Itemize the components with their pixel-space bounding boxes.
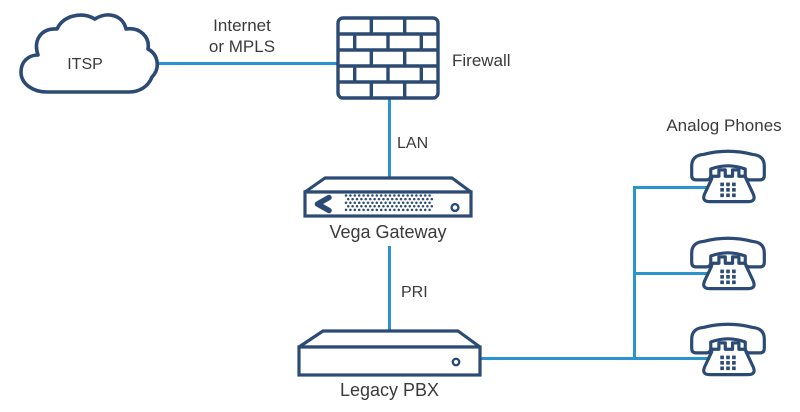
pbx-led-icon bbox=[451, 357, 461, 367]
chevron-left-icon bbox=[314, 194, 332, 214]
node-legacy-pbx bbox=[297, 329, 482, 377]
firewall-label: Firewall bbox=[452, 51, 511, 70]
node-itsp bbox=[15, 12, 161, 100]
node-vega-gateway bbox=[303, 176, 473, 218]
connector-itsp-firewall bbox=[158, 62, 338, 65]
gateway-vents bbox=[344, 194, 434, 212]
pbx-device-icon bbox=[297, 329, 482, 377]
wan-link-label-line2: or MPLS bbox=[208, 37, 276, 56]
lan-label: LAN bbox=[397, 135, 429, 152]
gateway-device-icon bbox=[303, 176, 473, 218]
phone-2 bbox=[686, 236, 770, 295]
legacy-pbx-label: Legacy PBX bbox=[339, 380, 440, 400]
vega-gateway-label: Vega Gateway bbox=[329, 222, 447, 242]
wan-link-label-line1: Internet bbox=[213, 16, 271, 35]
pri-label: PRI bbox=[401, 284, 428, 301]
telephone-icon bbox=[690, 149, 766, 204]
analog-phones-label: Analog Phones bbox=[666, 116, 782, 135]
phone-1 bbox=[686, 149, 770, 208]
connector-firewall-gateway bbox=[388, 97, 391, 178]
node-firewall bbox=[336, 16, 440, 100]
connector-gateway-pbx bbox=[388, 246, 391, 331]
cloud-icon bbox=[19, 13, 159, 94]
wan-link-label: Internet or MPLS bbox=[182, 15, 302, 57]
telephone-icon bbox=[690, 322, 766, 377]
phone-branch-middle bbox=[633, 272, 712, 275]
itsp-label: ITSP bbox=[67, 56, 103, 73]
gateway-led-icon bbox=[450, 202, 460, 213]
connector-pbx-phones bbox=[477, 357, 713, 360]
phone-3 bbox=[686, 322, 770, 381]
telephone-icon bbox=[690, 236, 766, 291]
phone-branch-top bbox=[633, 186, 712, 189]
firewall-brick-icon bbox=[336, 16, 440, 100]
